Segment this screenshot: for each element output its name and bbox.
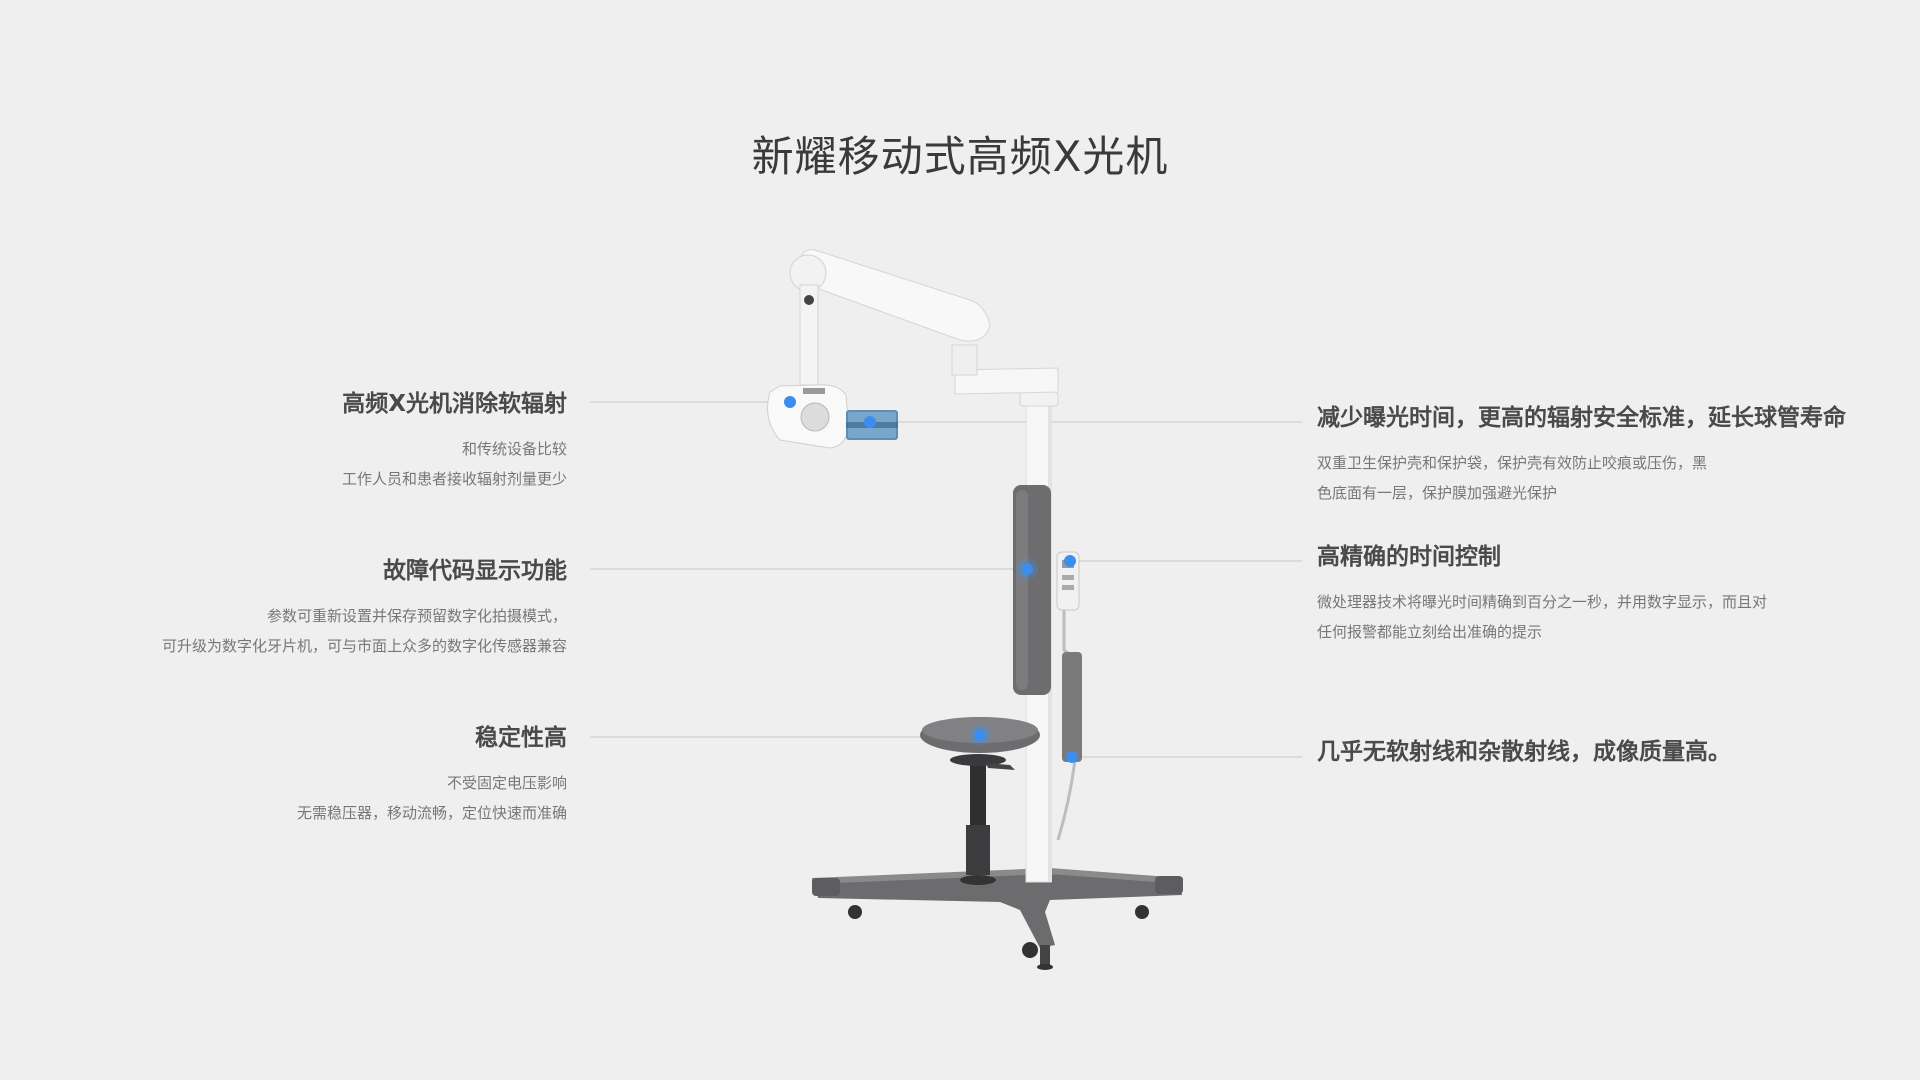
feature-line: 不受固定电压影响 bbox=[446, 774, 567, 792]
back-rest bbox=[1013, 485, 1051, 695]
feature-line: 微处理器技术将曝光时间精确到百分之一秒，并用数字显示，而且对 bbox=[1317, 593, 1768, 611]
feature-description: 双重卫生保护壳和保护袋，保护壳有效防止咬痕或压伤，黑 色底面有一层，保护膜加强避… bbox=[1317, 448, 1917, 508]
feature-line: 双重卫生保护壳和保护袋，保护壳有效防止咬痕或压伤，黑 bbox=[1317, 454, 1708, 472]
feature-high-frequency: 高频X光机消除软辐射 和传统设备比较 工作人员和患者接收辐射剂量更少 bbox=[80, 388, 567, 494]
feature-line: 参数可重新设置并保存预留数字化拍摄模式， bbox=[266, 607, 567, 625]
feature-line: 色底面有一层，保护膜加强避光保护 bbox=[1317, 484, 1558, 502]
xray-tube-head bbox=[767, 384, 898, 449]
feature-line: 无需稳压器，移动流畅，定位快速而准确 bbox=[296, 804, 567, 822]
hotspot-dot-icon[interactable] bbox=[1021, 563, 1033, 575]
feature-fault-code: 故障代码显示功能 参数可重新设置并保存预留数字化拍摄模式， 可升级为数字化牙片机… bbox=[80, 555, 567, 661]
feature-image-quality: 几乎无软射线和杂散射线，成像质量高。 bbox=[1317, 736, 1917, 768]
articulated-arm bbox=[789, 249, 1059, 395]
hotspot-dot-icon[interactable] bbox=[1066, 751, 1078, 763]
feature-description: 微处理器技术将曝光时间精确到百分之一秒，并用数字显示，而且对 任何报警都能立刻给… bbox=[1317, 587, 1917, 647]
feature-title: 减少曝光时间，更高的辐射安全标准，延长球管寿命 bbox=[1317, 405, 1846, 431]
hotspots bbox=[784, 396, 1078, 763]
feature-title: 稳定性高 bbox=[475, 725, 567, 751]
feature-description: 和传统设备比较 工作人员和患者接收辐射剂量更少 bbox=[80, 434, 567, 494]
hotspot-dot-icon[interactable] bbox=[864, 416, 876, 428]
feature-line: 可升级为数字化牙片机，可与市面上众多的数字化传感器兼容 bbox=[161, 637, 567, 655]
feature-description: 不受固定电压影响 无需稳压器，移动流畅，定位快速而准确 bbox=[80, 768, 567, 828]
feature-title: 高频X光机消除软辐射 bbox=[342, 391, 567, 417]
hotspot-dot-icon[interactable] bbox=[974, 729, 986, 741]
connector-lines bbox=[590, 401, 1302, 758]
feature-line: 工作人员和患者接收辐射剂量更少 bbox=[341, 470, 567, 488]
hotspot-dot-icon[interactable] bbox=[1064, 555, 1076, 567]
feature-stability: 稳定性高 不受固定电压影响 无需稳压器，移动流畅，定位快速而准确 bbox=[80, 722, 567, 828]
feature-line: 任何报警都能立刻给出准确的提示 bbox=[1317, 623, 1543, 641]
page-title: 新耀移动式高频X光机 bbox=[751, 132, 1169, 181]
control-panel bbox=[1056, 551, 1082, 841]
feature-description: 参数可重新设置并保存预留数字化拍摄模式， 可升级为数字化牙片机，可与市面上众多的… bbox=[80, 601, 567, 661]
feature-time-control: 高精确的时间控制 微处理器技术将曝光时间精确到百分之一秒，并用数字显示，而且对 … bbox=[1317, 541, 1917, 647]
mobile-base bbox=[812, 868, 1183, 970]
feature-line: 和传统设备比较 bbox=[461, 440, 567, 458]
hotspot-dot-icon[interactable] bbox=[784, 396, 796, 408]
feature-title: 高精确的时间控制 bbox=[1317, 544, 1501, 570]
feature-exposure-time: 减少曝光时间，更高的辐射安全标准，延长球管寿命 双重卫生保护壳和保护袋，保护壳有… bbox=[1317, 402, 1917, 508]
feature-title: 故障代码显示功能 bbox=[383, 558, 567, 584]
feature-title: 几乎无软射线和杂散射线，成像质量高。 bbox=[1317, 739, 1731, 765]
